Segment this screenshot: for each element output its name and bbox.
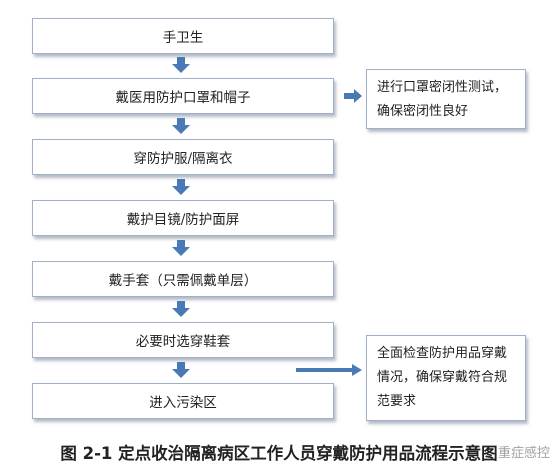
step-enter-contaminated-zone: 进入污染区 (32, 383, 334, 419)
arrow-down-icon (172, 57, 190, 73)
step-label: 手卫生 (162, 30, 204, 46)
note-line: 确保密闭性良好 (377, 104, 469, 119)
figure-caption: 图 2-1 定点收治隔离病区工作人员穿戴防护用品流程示意图 (60, 444, 498, 463)
step-label: 戴护目镜/防护面屏 (126, 212, 240, 228)
step-label: 穿防护服/隔离衣 (133, 151, 233, 167)
step-gloves: 戴手套（只需佩戴单层） (32, 261, 334, 297)
step-shoe-covers: 必要时选穿鞋套 (32, 322, 334, 358)
note-line: 进行口罩密闭性测试， (377, 80, 508, 95)
step-label: 戴医用防护口罩和帽子 (115, 90, 251, 106)
arrow-down-icon (172, 118, 190, 134)
note-line: 全面检查防护用品穿戴 (377, 346, 508, 361)
step-label: 戴手套（只需佩戴单层） (108, 273, 258, 289)
step-mask-and-cap: 戴医用防护口罩和帽子 (32, 78, 334, 114)
step-label: 进入污染区 (149, 395, 217, 411)
step-gown: 穿防护服/隔离衣 (32, 139, 334, 175)
note-mask-seal-check: 进行口罩密闭性测试， 确保密闭性良好 (366, 69, 526, 129)
note-line: 范要求 (377, 394, 417, 409)
step-goggles: 戴护目镜/防护面屏 (32, 200, 334, 236)
note-full-inspection: 全面检查防护用品穿戴 情况，确保穿戴符合规 范要求 (366, 335, 526, 421)
watermark: 重症感控 (497, 446, 550, 461)
note-line: 情况，确保穿戴符合规 (377, 370, 508, 385)
step-hand-hygiene: 手卫生 (32, 18, 334, 54)
arrow-down-icon (172, 240, 190, 256)
arrow-down-icon (172, 362, 190, 378)
arrow-right-icon (296, 364, 362, 376)
step-label: 必要时选穿鞋套 (135, 334, 231, 350)
arrow-down-icon (172, 301, 190, 317)
arrow-right-icon (344, 89, 362, 103)
arrow-down-icon (172, 179, 190, 195)
